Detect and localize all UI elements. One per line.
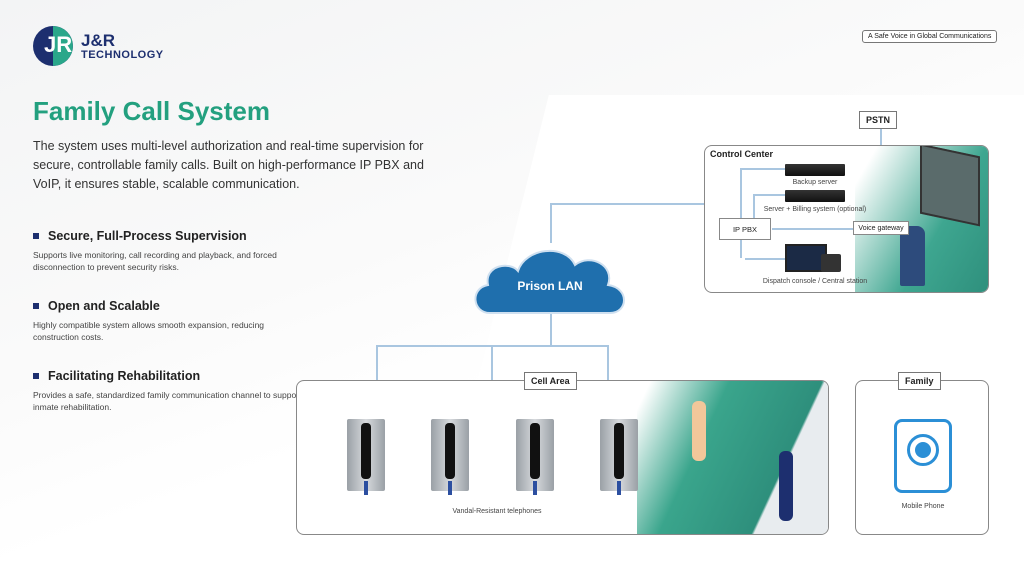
cell-area-box: Vandal-Resistant telephones: [296, 380, 829, 535]
connector: [491, 345, 493, 381]
cell-area-label: Cell Area: [524, 372, 577, 390]
video-wall-icon: [920, 146, 980, 227]
billing-server-label: Server + Billing system (optional): [763, 206, 867, 213]
connector: [550, 312, 552, 346]
guard-icon: [779, 451, 793, 521]
dispatch-label: Dispatch console / Central station: [762, 278, 868, 285]
telephone-icon: [600, 419, 638, 495]
backup-server-label: Backup server: [792, 179, 838, 186]
bullet-icon: [33, 373, 39, 379]
telephones-label: Vandal-Resistant telephones: [452, 508, 542, 515]
control-center-label: Control Center: [710, 149, 773, 159]
tagline-badge: A Safe Voice in Global Communications: [862, 30, 998, 43]
cell-illustration: [637, 381, 828, 534]
telephone-icon: [431, 419, 469, 495]
voice-gateway-box: Voice gateway: [853, 221, 909, 235]
page-title: Family Call System: [33, 96, 270, 126]
billing-server-icon: [785, 190, 845, 202]
dispatch-console-icon: [785, 244, 827, 272]
telephone-icon: [347, 419, 385, 495]
connector: [550, 203, 720, 205]
brand-name: J&R: [81, 30, 116, 50]
backup-server-icon: [785, 164, 845, 176]
pstn-label: PSTN: [859, 111, 898, 129]
family-box: Mobile Phone: [855, 380, 989, 535]
connector: [550, 203, 552, 243]
bullet-icon: [33, 233, 39, 239]
ip-pbx-box: IP PBX: [719, 218, 771, 240]
family-label: Family: [898, 372, 941, 390]
operator-icon: [900, 226, 925, 286]
lan-label: Prison LAN: [517, 279, 583, 293]
brand-sub: TECHNOLOGY: [81, 48, 164, 61]
mobile-phone-label: Mobile Phone: [901, 503, 945, 510]
desk-phone-icon: [821, 254, 841, 272]
connector: [376, 345, 378, 381]
prison-lan-cloud: Prison LAN: [470, 243, 630, 315]
mobile-phone-icon: [894, 419, 952, 493]
control-center-box: Control Center Backup server Server + Bi…: [704, 145, 989, 293]
intro-text: The system uses multi-level authorizatio…: [33, 139, 424, 191]
connector: [607, 345, 609, 381]
logo-mark-icon: JR: [33, 26, 73, 66]
bullet-icon: [33, 303, 39, 309]
inmate-icon: [692, 401, 706, 461]
telephone-icon: [516, 419, 554, 495]
